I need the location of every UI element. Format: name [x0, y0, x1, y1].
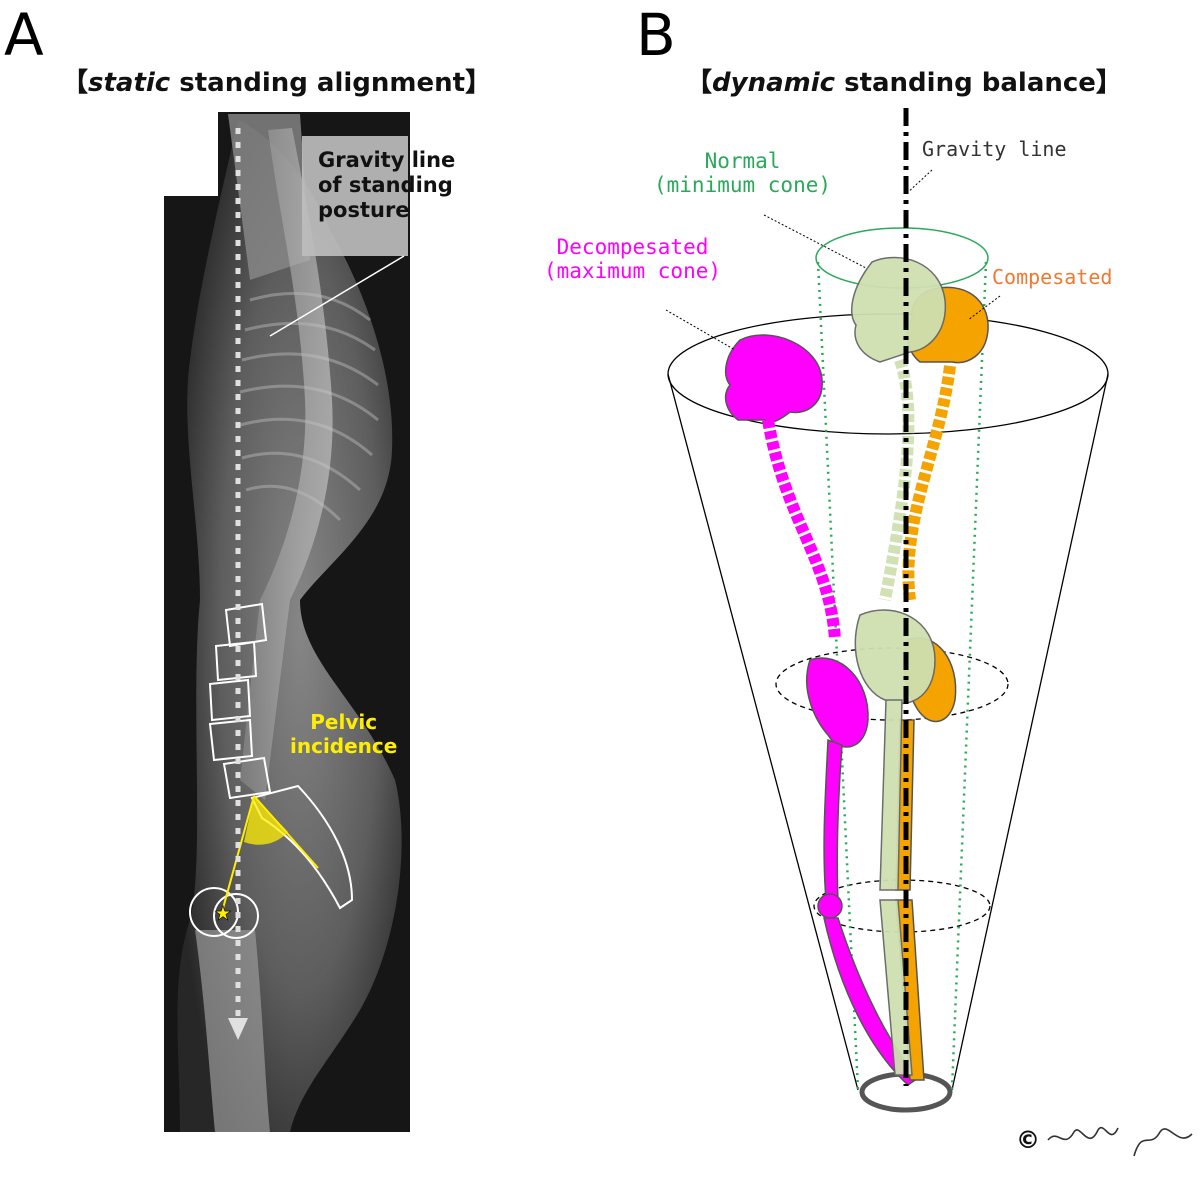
normal-label-line-2: (minimum cone) [654, 174, 831, 198]
normal-label-line-1: Normal [654, 150, 831, 174]
decompensated-label-line-2: (maximum cone) [544, 260, 721, 284]
signature [1048, 1128, 1192, 1156]
gravity-label-dynamic: Gravity line [922, 138, 1067, 160]
compensated-label: Compesated [992, 266, 1112, 288]
decompensated-label: Decompesated (maximum cone) [544, 236, 721, 283]
copyright-symbol: © [1016, 1126, 1040, 1154]
normal-skeleton [852, 258, 946, 1075]
normal-label: Normal (minimum cone) [654, 150, 831, 197]
decompensated-label-line-1: Decompesated [544, 236, 721, 260]
